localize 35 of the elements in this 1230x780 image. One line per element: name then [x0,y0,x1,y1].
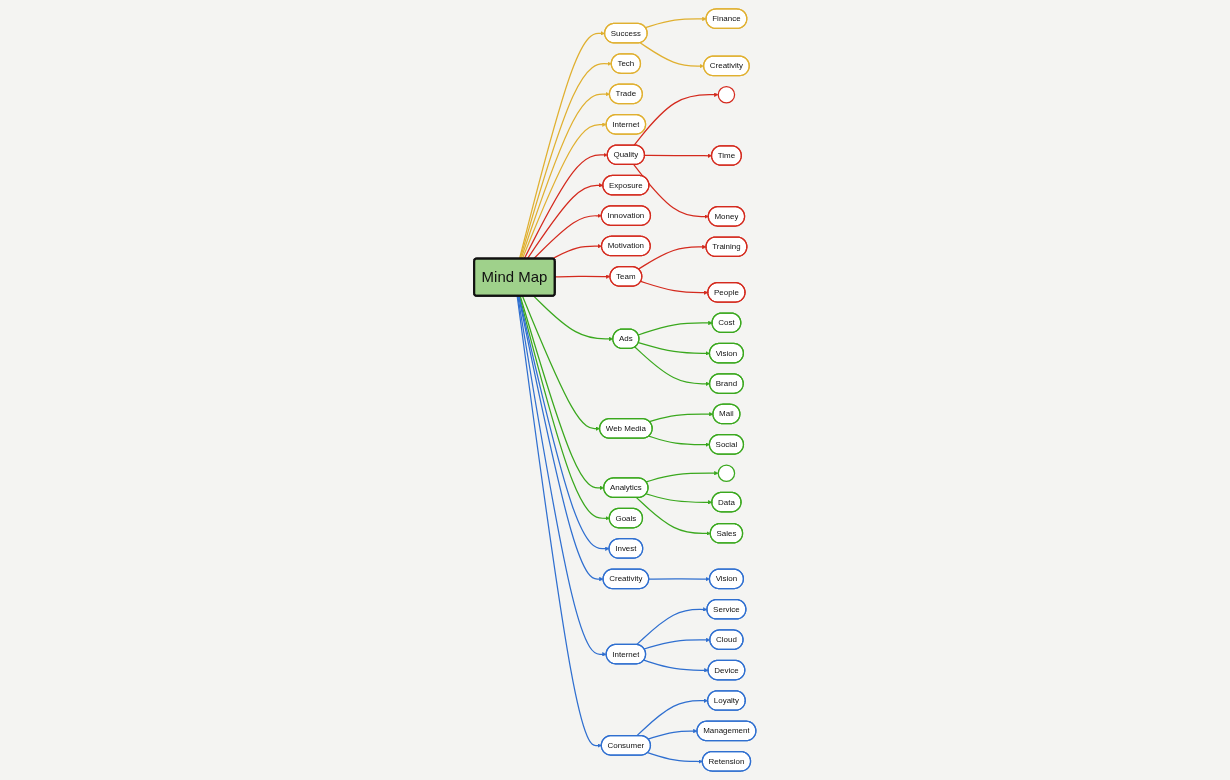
arrow [519,295,605,491]
arrow [521,122,607,260]
arrow [636,607,708,646]
arrow [637,342,710,356]
arrow [633,164,709,219]
arrow [517,295,604,582]
node-circle [717,464,736,482]
arrow [644,153,712,158]
arrow [520,91,610,260]
arrow [533,213,602,260]
arrow [523,152,608,260]
arrow [644,16,707,29]
arrow [648,412,714,423]
arrow [647,752,703,764]
arrow [640,280,709,295]
arrow [645,493,713,505]
arrow [517,295,607,657]
arrow [637,320,713,336]
arrow [637,244,707,270]
arrow [519,61,612,260]
arrow [648,435,710,447]
arrow [551,244,602,260]
arrow [554,274,611,279]
arrow [643,637,711,650]
arrow [643,659,709,673]
arrow [635,497,711,536]
arrow [516,295,602,748]
arrow [633,92,719,146]
arrow [526,183,604,260]
arrow [518,31,606,260]
arrow [648,576,710,582]
arrow [645,471,719,483]
node-circle [717,85,736,104]
arrow [647,728,698,740]
arrow [533,295,614,342]
